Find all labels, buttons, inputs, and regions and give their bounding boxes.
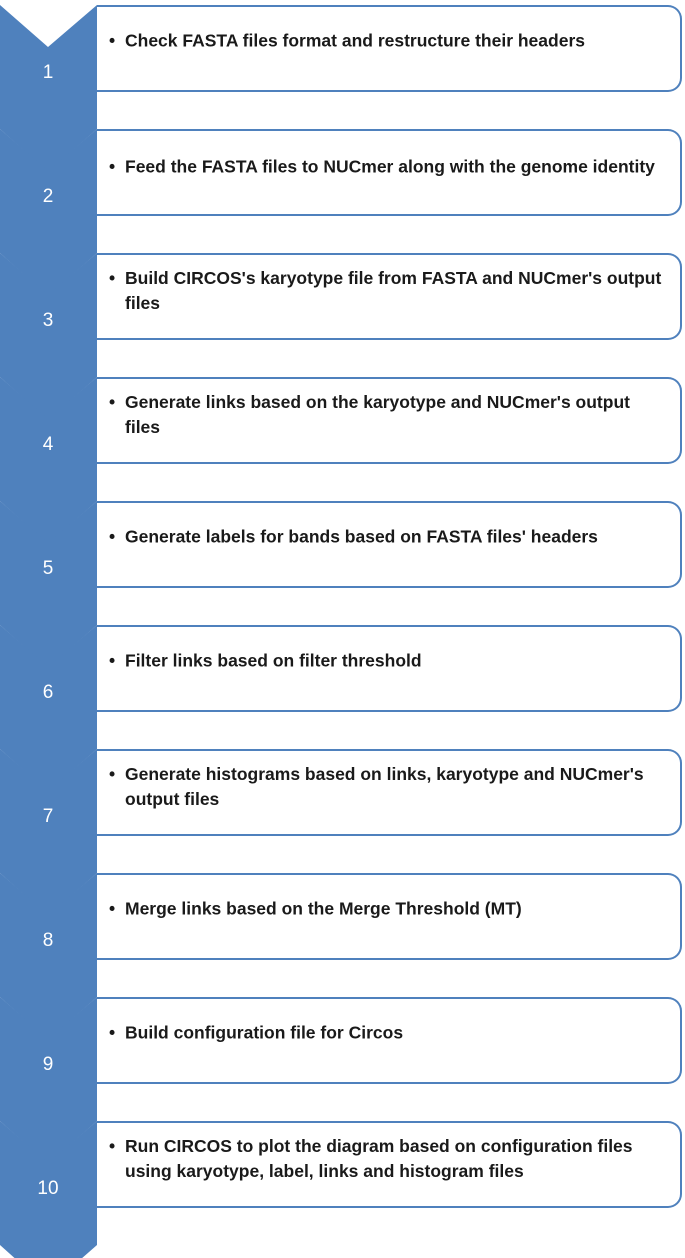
step-box: • Filter links based on filter threshold: [97, 625, 682, 712]
step-text: Run CIRCOS to plot the diagram based on …: [125, 1136, 633, 1181]
step-chevron: [0, 129, 97, 296]
step-text-wrapper: • Generate labels for bands based on FAST…: [109, 525, 666, 550]
step-number: 5: [43, 558, 54, 579]
bullet-icon: •: [109, 898, 116, 919]
step-number: 3: [43, 310, 54, 331]
step-box: • Feed the FASTA files to NUCmer along wi…: [97, 129, 682, 216]
bullet-icon: •: [109, 526, 116, 547]
step-chevron: [0, 253, 97, 420]
step-chevron: [0, 625, 97, 792]
step-text: Check FASTA files format and restructure…: [125, 30, 585, 51]
step-text: Build CIRCOS's karyotype file from FASTA…: [125, 268, 662, 313]
step-text: Generate links based on the karyotype an…: [125, 392, 630, 437]
step-number: 9: [43, 1054, 54, 1075]
step-number: 6: [43, 682, 54, 703]
step-chevron: [0, 997, 97, 1164]
bullet-icon: •: [109, 1022, 116, 1043]
step-number: 4: [43, 434, 54, 455]
step-text-wrapper: • Feed the FASTA files to NUCmer along wi…: [109, 155, 666, 180]
step-text: Merge links based on the Merge Threshold…: [125, 898, 522, 919]
step-text-wrapper: • Generate links based on the karyotype a…: [109, 390, 666, 440]
step-chevron: [0, 1121, 97, 1258]
bullet-icon: •: [109, 30, 116, 51]
step-text-wrapper: • Check FASTA files format and restructur…: [109, 29, 666, 54]
step-number: 10: [37, 1178, 58, 1199]
step-box: • Generate histograms based on links, kar…: [97, 749, 682, 836]
step-box: • Generate links based on the karyotype a…: [97, 377, 682, 464]
step-box: • Run CIRCOS to plot the diagram based on…: [97, 1121, 682, 1208]
step-box: • Check FASTA files format and restructur…: [97, 5, 682, 92]
bullet-icon: •: [109, 268, 116, 288]
bullet-icon: •: [109, 1136, 116, 1156]
bullet-icon: •: [109, 650, 116, 671]
step-chevron: [0, 873, 97, 1040]
step-text-wrapper: • Build configuration file for Circos: [109, 1021, 666, 1046]
step-box: • Build configuration file for Circos: [97, 997, 682, 1084]
step-number: 8: [43, 930, 54, 951]
step-number: 7: [43, 806, 54, 827]
step-box: • Build CIRCOS's karyotype file from FAST…: [97, 253, 682, 340]
step-number: 1: [43, 62, 54, 83]
step-text: Build configuration file for Circos: [125, 1022, 404, 1043]
step-text-wrapper: • Merge links based on the Merge Threshol…: [109, 897, 666, 922]
step-text: Filter links based on filter threshold: [125, 650, 422, 671]
step-chevron: [0, 377, 97, 544]
step-text-wrapper: • Run CIRCOS to plot the diagram based on…: [109, 1134, 666, 1184]
step-text: Generate histograms based on links, kary…: [125, 764, 644, 809]
step-chevron: [0, 5, 97, 172]
step-text-wrapper: • Build CIRCOS's karyotype file from FAST…: [109, 266, 666, 316]
step-text: Feed the FASTA files to NUCmer along wit…: [125, 156, 655, 177]
bullet-icon: •: [109, 392, 116, 412]
step-number: 2: [43, 186, 54, 207]
chevron-column: 1 2 3 4 5 6 7 8 9 10: [0, 5, 97, 1258]
step-box: • Merge links based on the Merge Threshol…: [97, 873, 682, 960]
step-text-wrapper: • Filter links based on filter threshold: [109, 649, 666, 674]
step-chevron: [0, 501, 97, 668]
step-text-wrapper: • Generate histograms based on links, kar…: [109, 762, 666, 812]
step-box: • Generate labels for bands based on FAST…: [97, 501, 682, 588]
bullet-icon: •: [109, 156, 116, 177]
step-chevron: [0, 749, 97, 916]
step-text: Generate labels for bands based on FASTA…: [125, 526, 598, 547]
bullet-icon: •: [109, 764, 116, 784]
